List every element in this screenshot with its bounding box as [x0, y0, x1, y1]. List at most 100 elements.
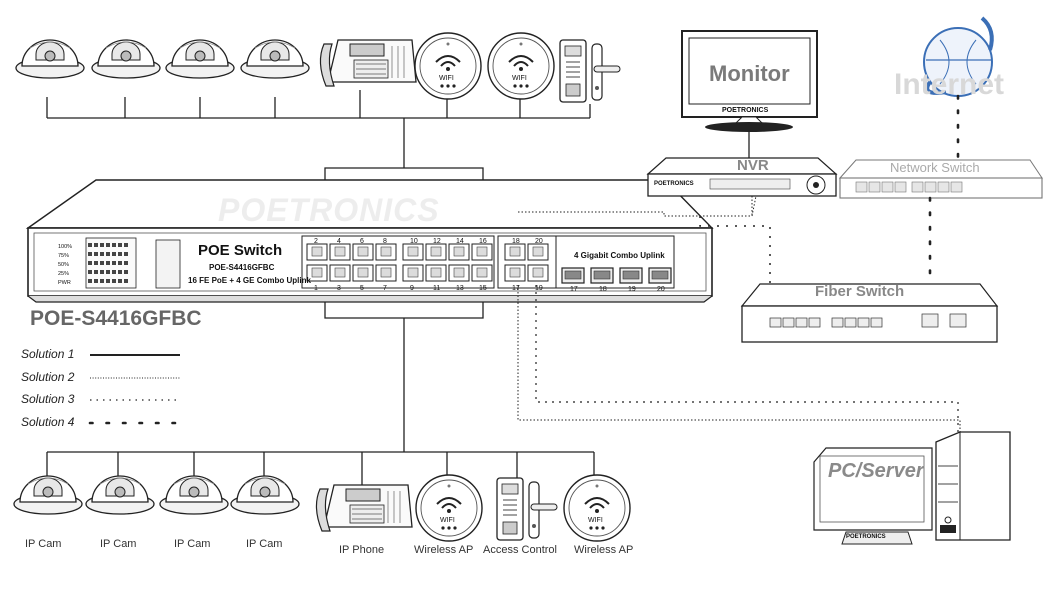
port-number-10: 10 [410, 238, 418, 245]
port-number-12: 12 [433, 238, 441, 245]
uplink-number-18: 18 [512, 238, 520, 245]
led-label-1: 75% [58, 253, 69, 259]
bottom-ip-cam-3 [159, 475, 229, 515]
legend-solution-2: Solution 2 [21, 370, 75, 384]
legend-solution-3: Solution 3 [21, 392, 75, 406]
top-ip-phone [319, 39, 417, 87]
wifi-text-0: WIFI [439, 75, 454, 82]
sfp-number-20: 20 [657, 286, 665, 293]
uplink-rj45-19 [527, 264, 549, 282]
sfp-number-18: 18 [599, 286, 607, 293]
top-ip-cam-2 [91, 39, 161, 79]
monitor-label: Monitor [709, 61, 790, 86]
port-number-5: 5 [360, 285, 364, 292]
bottom-label-ip-phone: IP Phone [339, 544, 385, 556]
status-led [112, 270, 116, 274]
status-led [94, 243, 98, 247]
rj45-port-10 [402, 243, 424, 261]
bottom-ip-cam-1 [13, 475, 83, 515]
status-led [100, 270, 104, 274]
bottom-label-wireless-ap-1: Wireless AP [414, 544, 474, 556]
status-led [118, 261, 122, 265]
nvr-label: NVR [737, 157, 769, 174]
rj45-port-8 [375, 243, 397, 261]
nvr [646, 157, 838, 197]
wifi-text-2: WIFI [440, 517, 455, 524]
status-led [88, 261, 92, 265]
status-led [94, 270, 98, 274]
sfp-port-18 [590, 267, 614, 284]
status-led [124, 252, 128, 256]
status-led [124, 261, 128, 265]
rj45-port-13 [448, 264, 470, 282]
legend-solution-1: Solution 1 [21, 347, 75, 361]
port-number-4: 4 [337, 238, 341, 245]
status-led [124, 279, 128, 283]
sfp-port-20 [648, 267, 672, 284]
rj45-port-9 [402, 264, 424, 282]
status-led [106, 252, 110, 256]
monitor-brand: POETRONICS [722, 107, 769, 114]
bottom-wireless-ap-1 [415, 474, 483, 542]
rj45-port-2 [306, 243, 328, 261]
status-led [118, 252, 122, 256]
status-led [106, 270, 110, 274]
top-wireless-ap-1 [414, 32, 482, 100]
status-led [112, 261, 116, 265]
sfp-port-17 [561, 267, 585, 284]
status-led [124, 270, 128, 274]
uplink-label: 4 Gigabit Combo Uplink [574, 251, 665, 260]
top-wireless-ap-2 [487, 32, 555, 100]
bottom-label-ip-cam-4: IP Cam [246, 538, 283, 550]
status-led [88, 252, 92, 256]
led-label-4: PWR [58, 280, 71, 286]
switch-title: POE Switch [198, 242, 283, 259]
uplink-number-19: 19 [535, 285, 543, 292]
legend-solution-4: Solution 4 [21, 415, 75, 429]
bottom-label-access-control: Access Control [483, 544, 557, 556]
rj45-port-16 [471, 243, 493, 261]
top-ip-cam-1 [15, 39, 85, 79]
network-switch [838, 159, 1043, 199]
status-led [118, 279, 122, 283]
port-number-15: 15 [479, 285, 487, 292]
rj45-port-5 [352, 264, 374, 282]
status-led [94, 252, 98, 256]
sfp-number-19: 19 [628, 286, 636, 293]
rj45-port-6 [352, 243, 374, 261]
status-led [100, 279, 104, 283]
bottom-ip-phone [315, 484, 413, 532]
port-number-3: 3 [337, 285, 341, 292]
internet-label: Internet [894, 68, 1005, 101]
status-led [118, 270, 122, 274]
bottom-ip-cam-2 [85, 475, 155, 515]
legend-lines [88, 354, 182, 425]
wifi-text-3: WIFI [588, 517, 603, 524]
uplink-number-17: 17 [512, 285, 520, 292]
bottom-label-ip-cam-2: IP Cam [100, 538, 137, 550]
port-number-11: 11 [433, 285, 440, 292]
status-led [88, 243, 92, 247]
status-led [88, 279, 92, 283]
port-number-7: 7 [383, 285, 387, 292]
rj45-port-4 [329, 243, 351, 261]
pc-server-label: PC/Server [828, 460, 924, 482]
port-number-14: 14 [456, 238, 464, 245]
uplink-rj45-17 [504, 264, 526, 282]
switch-caption: POE-S4416GFBC [30, 307, 202, 330]
rj45-port-7 [375, 264, 397, 282]
rj45-port-12 [425, 243, 447, 261]
status-led [94, 279, 98, 283]
port-number-13: 13 [456, 285, 464, 292]
top-ip-cam-4 [240, 39, 310, 79]
bottom-label-ip-cam-3: IP Cam [174, 538, 211, 550]
led-label-3: 25% [58, 271, 69, 277]
status-led [118, 243, 122, 247]
rj45-port-14 [448, 243, 470, 261]
status-led [106, 261, 110, 265]
